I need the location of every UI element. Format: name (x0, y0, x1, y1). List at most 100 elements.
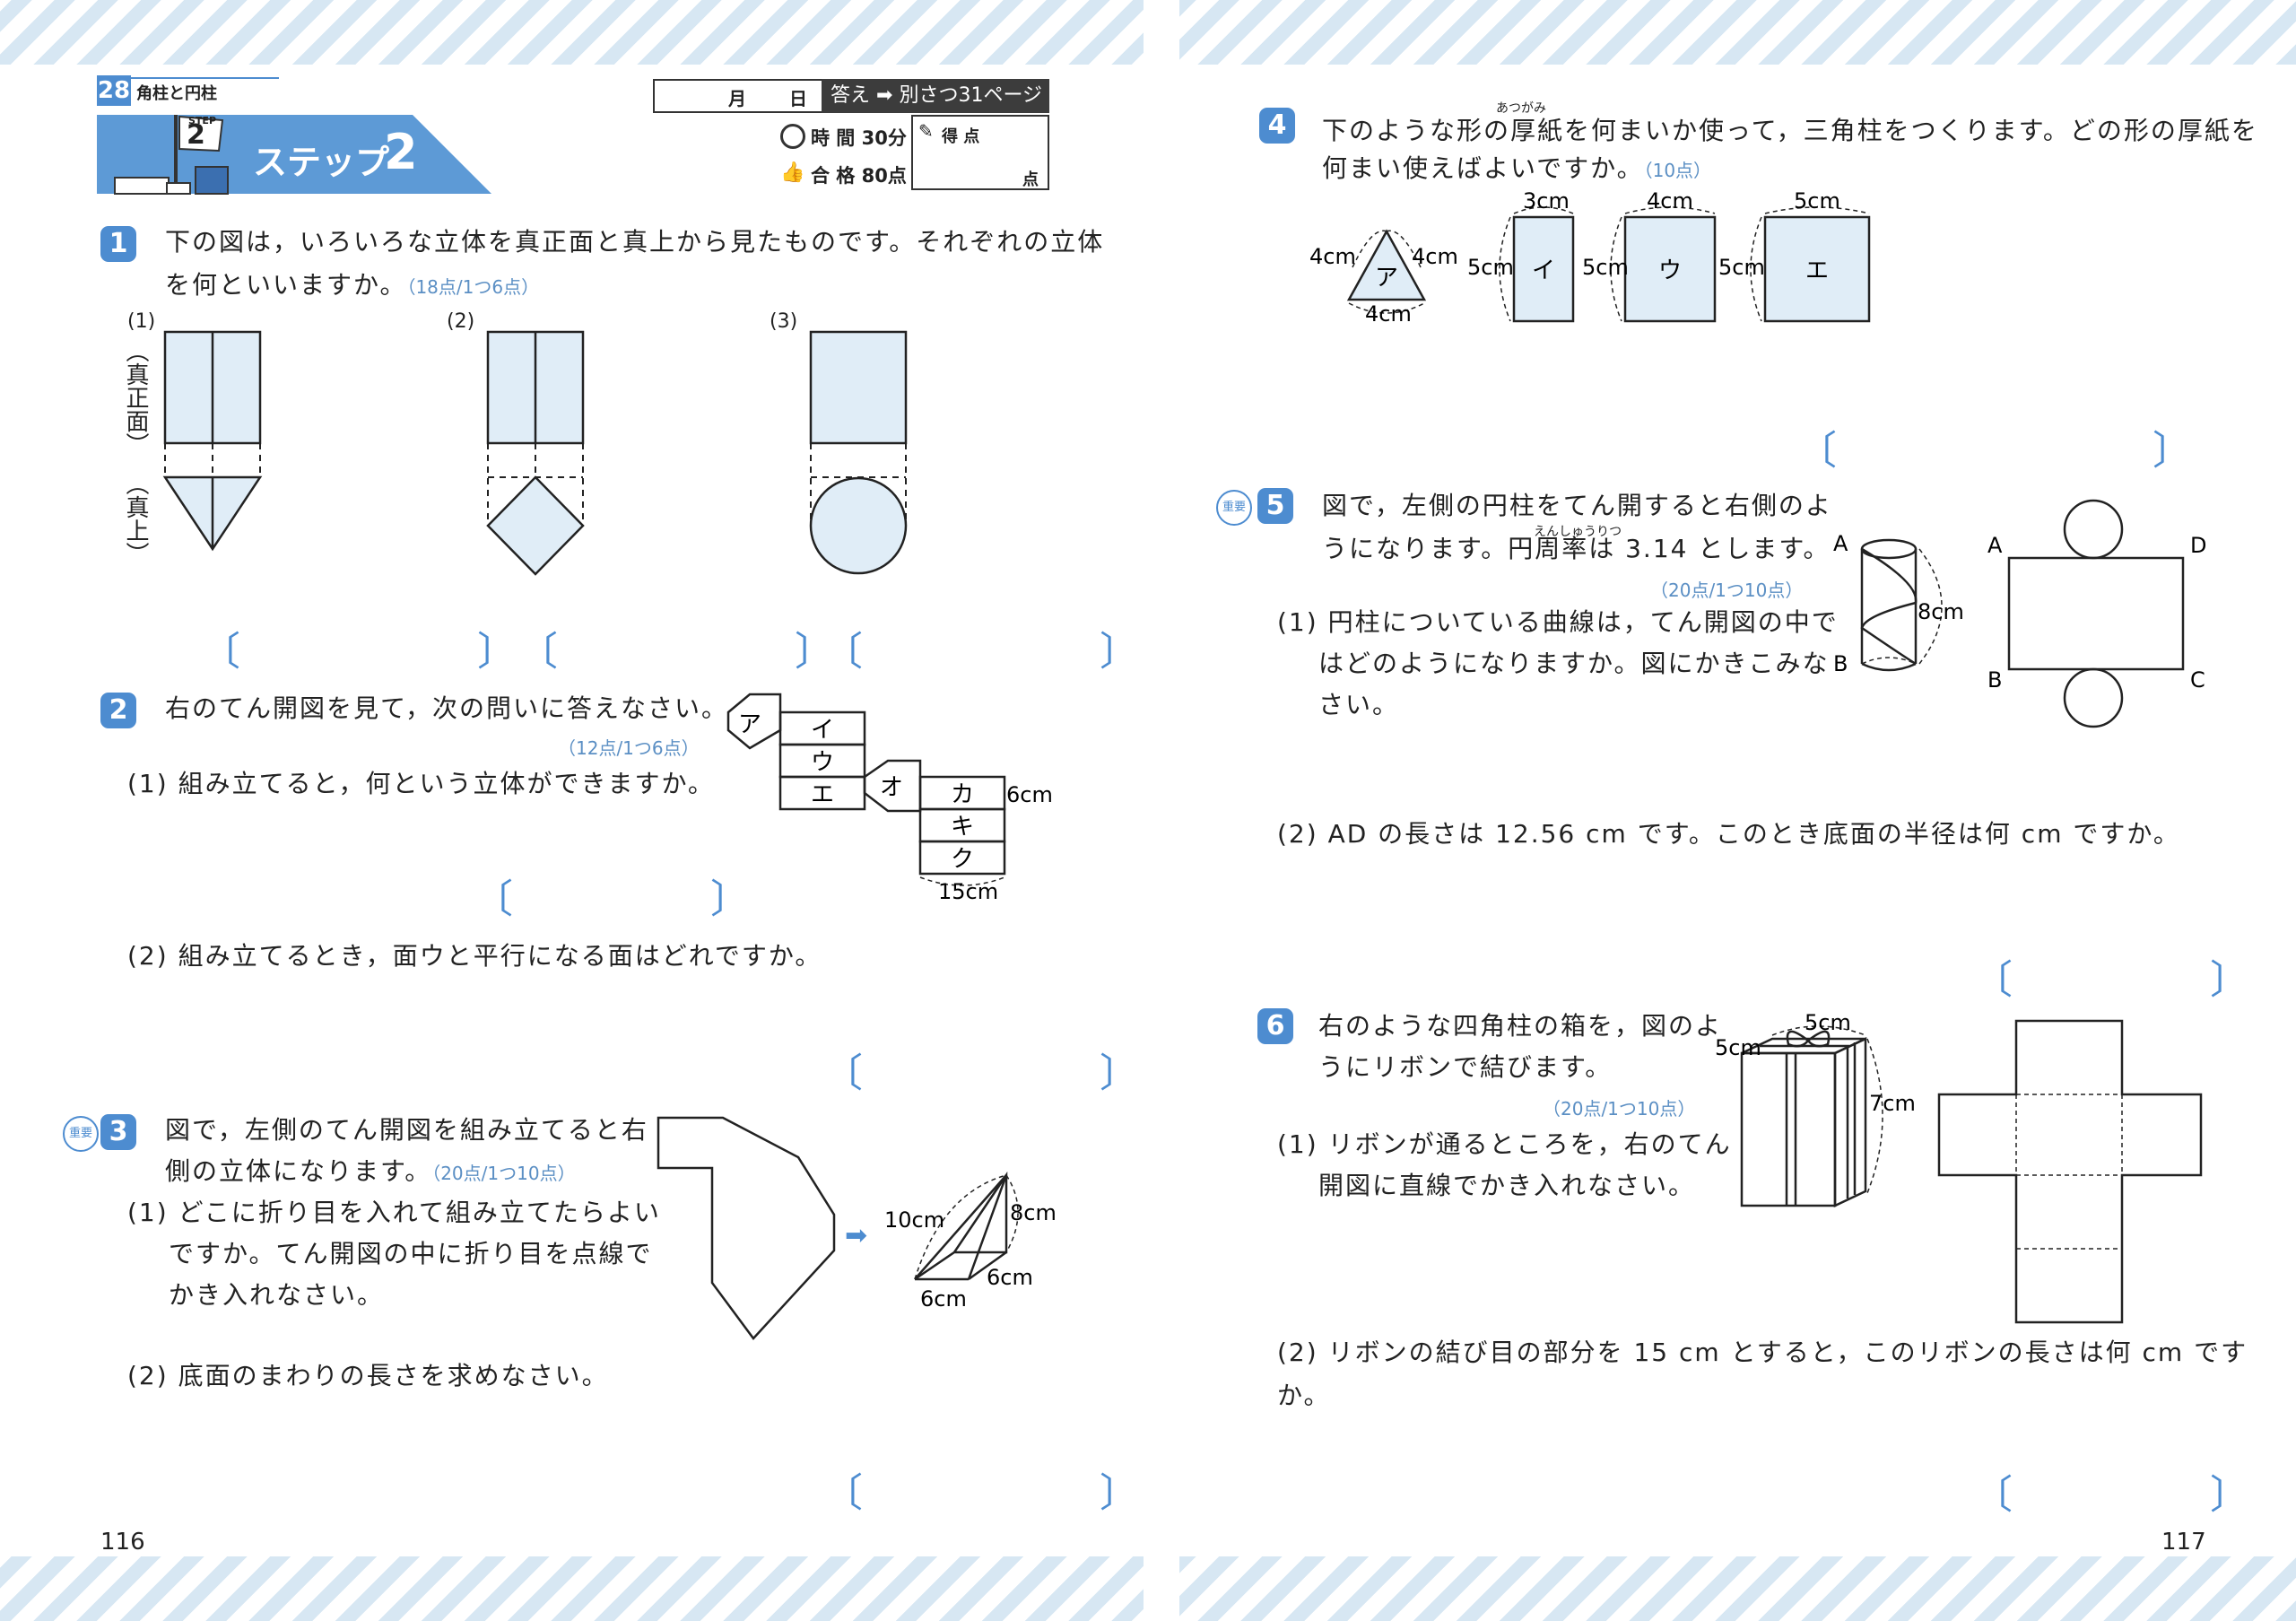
q5-sub1-line3: さい。 (1318, 690, 1400, 719)
q2-sub2: (2) 組み立てるとき，面ウと平行になる面はどれですか。 (127, 941, 822, 971)
q6-box-figure: 5cm 5cm 7cm (1715, 1010, 1916, 1207)
q6-dim-7cm: 7cm (1869, 1091, 1916, 1116)
pencil-icon: ✎ (918, 120, 934, 142)
answer-ref: 別さつ31ページ (899, 84, 1043, 107)
q2-text: 右のてん開図を見て，次の問いに答えなさい。 (165, 693, 729, 723)
q4-answer-bracket[interactable]: 〔 〕 (1797, 428, 2192, 474)
q4-dim-2: 4cm (1412, 244, 1458, 269)
score-box (911, 115, 1049, 190)
q3-net-diagram (657, 1116, 836, 1340)
q2-face-o: オ (880, 774, 903, 801)
q3-sub2: (2) 底面のまわりの長さを求めなさい。 (127, 1361, 609, 1390)
q5-points: （20点/1つ10点） (1650, 580, 1804, 601)
q4-shape-i: イ (1532, 257, 1555, 284)
arrow-right-icon: ➡ (845, 1220, 868, 1251)
q5-sub1-line2: はどのようになりますか。図にかきこみな (1318, 649, 1830, 678)
q6-answer-bracket[interactable]: 〔 〕 (1973, 1472, 2249, 1518)
q2-answer-bracket-2[interactable]: 〔 〕 (823, 1050, 1139, 1096)
pass-label: 合 格 80点 (811, 165, 907, 187)
q4-text-line2: 何まい使えばよいですか。（10点） (1322, 153, 1712, 183)
time-label: 時 間 30分 (811, 127, 907, 149)
q1-answer-bracket-1[interactable]: 〔 〕 (201, 629, 517, 675)
gutter (1144, 0, 1179, 1621)
q1-text-line1: 下の図は，いろいろな立体を真正面と真上から見たものです。それぞれの立体 (165, 227, 1105, 257)
unit-title: 角柱と円柱 (136, 84, 217, 103)
q4-dim-1: 4cm (1309, 244, 1356, 269)
q2-number: 2 (100, 693, 136, 728)
q3-sub1-line3: かき入れなさい。 (169, 1280, 385, 1310)
q2-face-ka: カ (951, 781, 974, 808)
page-number-right: 117 (2161, 1529, 2206, 1556)
unit-number: 28 (97, 75, 131, 106)
q6-points: （20点/1つ10点） (1543, 1098, 1696, 1120)
q4-number: 4 (1259, 108, 1295, 144)
q3-points: （20点/1つ10点） (431, 1163, 576, 1184)
q1-figures (162, 330, 908, 576)
day-label: 日 (789, 88, 807, 109)
q2-net-diagram: ア イ ウ エ オ カ キ ク 6cm 15cm (726, 693, 1053, 904)
step-small-label: STEP (188, 115, 217, 126)
q6-dim-5cm-a: 5cm (1805, 1010, 1851, 1035)
q4-shape-u: ウ (1658, 257, 1682, 284)
q6-sub1-line1: (1) リボンが通るところを，右のてん (1277, 1129, 1732, 1159)
q1-number: 1 (100, 226, 136, 262)
q6-text-line1: 右のような四角柱の箱を，図のよ (1318, 1011, 1723, 1041)
answer-box: 答え ➡ 別さつ31ページ (822, 79, 1049, 113)
q6-text-line2: うにリボンで結びます。 (1318, 1052, 1613, 1082)
thumbs-up-icon: 👍 (780, 161, 805, 184)
q1-front-label: （真正面） (122, 339, 149, 456)
q2-face-a: ア (738, 711, 761, 738)
q4-text-line1: 下のような形の厚紙を何まいか使って，三角柱をつくります。どの形の厚紙を (1322, 116, 2258, 145)
q4-dim-4: 3cm (1523, 188, 1570, 214)
q3-text-line2: 側の立体になります。（20点/1つ10点） (165, 1156, 576, 1186)
q5-text-line2: うになります。円周率は 3.14 とします。 (1322, 534, 1831, 563)
q2-face-u: ウ (811, 749, 834, 776)
q3-sub1-line1: (1) どこに折り目を入れて組み立てたらよい (127, 1198, 661, 1227)
q4-dim-6: 4cm (1647, 188, 1693, 214)
q3-prism-figure: 10cm 8cm 6cm 6cm (884, 1171, 1057, 1312)
q5-net-label-a: A (1987, 533, 2003, 558)
step-flag-icon (114, 115, 229, 195)
q4-dim-5: 5cm (1467, 255, 1514, 280)
q6-sub1-line2: 開図に直線でかき入れなさい。 (1318, 1171, 1696, 1200)
step-number: 2 (384, 124, 418, 180)
q6-dim-5cm-b: 5cm (1715, 1035, 1761, 1060)
q5-number: 5 (1257, 488, 1293, 524)
clock-icon (780, 124, 805, 149)
page-number-left: 116 (100, 1529, 145, 1556)
q1-label-3: (3) (770, 310, 798, 333)
q4-dim-9: 5cm (1718, 255, 1765, 280)
q5-text-line1: 図で，左側の円柱をてん開すると右側のよ (1322, 491, 1832, 520)
q4-shape-a: ア (1375, 265, 1398, 292)
q3-sub1-line2: ですか。てん開図の中に折り目を点線で (169, 1239, 653, 1268)
answer-label: 答え (831, 84, 871, 107)
q1-points: （18点/1つ6点） (406, 276, 540, 298)
q5-net-label-d: D (2190, 533, 2206, 558)
q6-sub2: (2) リボンの結び目の部分を 15 cm とすると，このリボンの長さは何 cm… (1277, 1338, 2248, 1410)
q1-answer-bracket-2[interactable]: 〔 〕 (518, 629, 834, 675)
q3-answer-bracket[interactable]: 〔 〕 (823, 1470, 1139, 1516)
q4-dim-7: 5cm (1582, 255, 1629, 280)
q3-dim-8cm: 8cm (1010, 1200, 1057, 1225)
q3-important-badge: 重要 (63, 1116, 99, 1152)
q6-net-diagram (1937, 1019, 2203, 1324)
q2-face-i: イ (811, 717, 834, 744)
q3-number: 3 (100, 1114, 136, 1150)
q3-dim-6cm-a: 6cm (920, 1286, 967, 1312)
q1-answer-bracket-3[interactable]: 〔 〕 (823, 629, 1139, 675)
q4-ruby: あつがみ (1496, 101, 1546, 116)
q1-label-1: (1) (127, 310, 156, 333)
unit-rule (131, 77, 279, 79)
q5-net-label-b: B (1987, 667, 2002, 693)
q5-net-diagram: A D B C (1987, 499, 2206, 728)
q2-face-ki: キ (951, 814, 974, 841)
q3-dim-6cm-b: 6cm (987, 1265, 1033, 1290)
q5-ruby: えんしゅうりつ (1534, 525, 1622, 539)
q2-points: （12点/1つ6点） (558, 737, 700, 759)
q6-number: 6 (1257, 1008, 1293, 1044)
score-label: 得 点 (942, 127, 980, 146)
q2-face-e: エ (811, 781, 834, 808)
q5-answer-bracket[interactable]: 〔 〕 (1973, 957, 2249, 1003)
q2-answer-bracket-1[interactable]: 〔 〕 (474, 876, 750, 922)
step-small-number: 2 (187, 119, 205, 151)
